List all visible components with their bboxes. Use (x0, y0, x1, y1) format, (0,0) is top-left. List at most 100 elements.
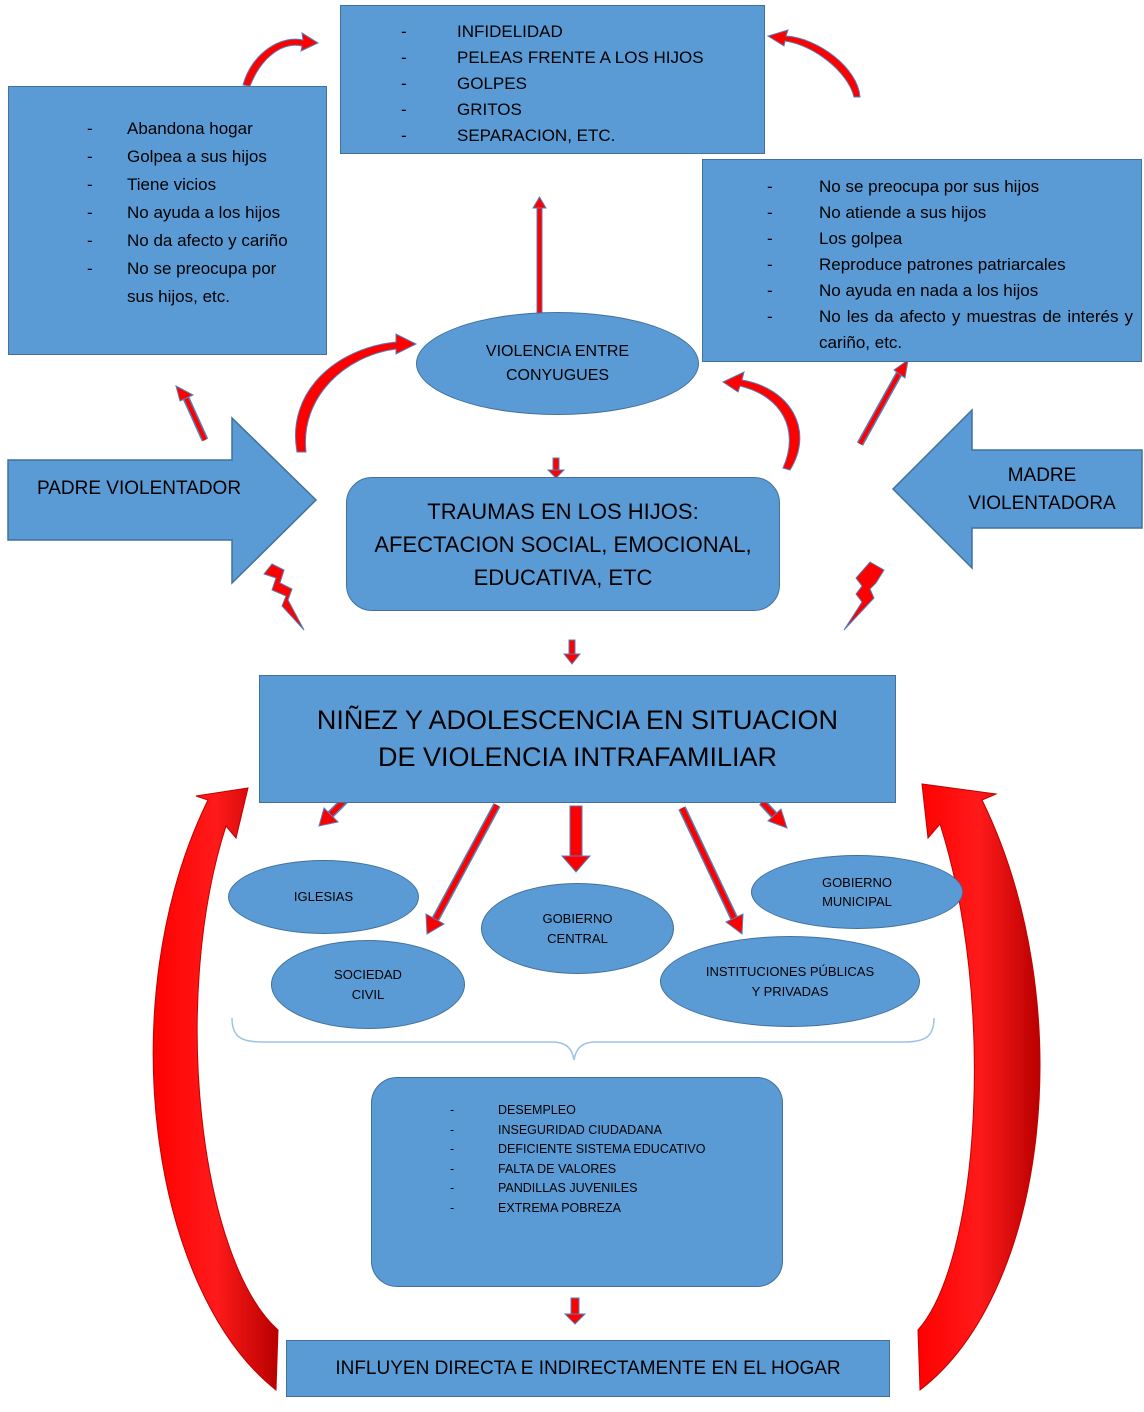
list-item-text: FALTA DE VALORES (498, 1161, 617, 1176)
list-item: -Tiene vicios (87, 171, 306, 199)
list-dash: - (450, 1142, 455, 1156)
list-item: - Los golpea (767, 226, 1133, 252)
feedback-arrow-right (917, 783, 1041, 1391)
list-dash: - (450, 1200, 455, 1215)
list-item: - DEFICIENTE SISTEMA EDUCATIVO (450, 1140, 782, 1160)
list-dash: - (87, 259, 93, 278)
arrow-to-father-box (175, 385, 209, 442)
list-item-text: No se preocupa por sus hijos, etc. (127, 259, 277, 306)
list-dash: - (401, 100, 407, 119)
list-dash: - (450, 1181, 455, 1195)
arrow-traumas-to-main (562, 639, 582, 665)
lightning-bolt-left (263, 563, 305, 631)
list-item-text: No ayuda en nada a los hijos (819, 281, 1039, 300)
list-item: -No ayuda a los hijos (87, 199, 306, 227)
list-item: - Golpea a sus hijos (87, 143, 306, 171)
list-dash: - (767, 307, 773, 326)
list-dash: - (767, 203, 773, 222)
list-item-text: Los golpea (819, 229, 903, 248)
list-item: -PANDILLAS JUVENILES (450, 1179, 782, 1199)
violencia-conyugues-ellipse: VIOLENCIA ENTRE CONYUGUES (416, 312, 699, 415)
list-item-text: SEPARACION, ETC. (457, 126, 616, 145)
madre-block-arrow (891, 408, 1143, 570)
list-item: -Reproduce patrones patriarcales (767, 252, 1133, 278)
grouping-brace (231, 1017, 935, 1061)
list-item-text: No da afecto y cariño (127, 231, 288, 250)
lightning-bolt-right (843, 561, 885, 631)
list-dash: - (401, 22, 407, 41)
arrow-main-to-instituciones (678, 806, 744, 935)
curved-arrow-top-left (242, 32, 320, 87)
arrow-ellipse-to-top (532, 196, 547, 315)
list-dash: - (87, 147, 93, 166)
list-item-text: INSEGURIDAD CIUDADANA (498, 1122, 662, 1137)
list-item-text: Abandona hogar (127, 119, 253, 138)
feedback-arrow-left (152, 787, 279, 1392)
padre-violentador-label: PADRE VIOLENTADOR (36, 478, 242, 499)
main-situation-label: NIÑEZ Y ADOLESCENCIA EN SITUACION DE VIO… (316, 705, 839, 772)
list-item-text: INFIDELIDAD (457, 22, 563, 41)
list-dash: - (450, 1122, 455, 1137)
curved-arrow-top-right (766, 29, 861, 98)
list-dash: - (450, 1161, 455, 1176)
list-item: - INFIDELIDAD (401, 19, 764, 45)
curved-arrow-madre-to-ellipse (721, 371, 801, 471)
list-item-text: No ayuda a los hijos (127, 203, 281, 222)
list-item-text: GRITOS (457, 100, 522, 119)
traumas-box: TRAUMAS EN LOS HIJOS: AFECTACION SOCIAL,… (346, 477, 780, 611)
list-dash: - (87, 119, 93, 138)
list-item: - SEPARACION, ETC. (401, 123, 764, 149)
mother-box-list: - No se preocupa por sus hijos - No atiende… (767, 174, 1133, 356)
list-dash: - (767, 229, 773, 248)
list-dash: - (401, 126, 407, 145)
sociedad-civil-ellipse: SOCIEDAD CIVIL (271, 940, 465, 1029)
list-item-text: No atiende a sus hijos (819, 203, 987, 222)
list-item-text: Golpea a sus hijos (127, 147, 267, 166)
padre-block-arrow (7, 416, 318, 585)
list-dash: - (87, 231, 93, 250)
arrow-ellipse-to-traumas (546, 457, 566, 479)
traumas-label: TRAUMAS EN LOS HIJOS: AFECTACION SOCIAL,… (374, 498, 752, 590)
list-dash: - (767, 281, 773, 300)
list-item-text: Reproduce patrones patriarcales (819, 255, 1066, 274)
gobierno-central-ellipse: GOBIERNO CENTRAL (481, 883, 674, 974)
iglesias-label: IGLESIAS (293, 889, 354, 905)
list-item: - EXTREMA POBREZA (450, 1199, 782, 1219)
list-item-text: DESEMPLEO (498, 1103, 576, 1117)
list-dash: - (401, 48, 407, 67)
arrow-main-to-sociedad-civil (425, 803, 501, 935)
curved-arrow-padre-to-ellipse (295, 333, 418, 453)
list-item: - GOLPES (401, 71, 764, 97)
list-item: - No se preocupa por sus hijos (767, 174, 1133, 200)
main-situation-box: NIÑEZ Y ADOLESCENCIA EN SITUACION DE VIO… (259, 675, 896, 803)
list-dash: - (401, 74, 407, 93)
list-item-text: GOLPES (457, 74, 527, 93)
gobierno-municipal-label: GOBIERNO MUNICIPAL (821, 874, 893, 910)
list-item-text: DEFICIENTE SISTEMA EDUCATIVO (498, 1142, 706, 1156)
top-box: - INFIDELIDAD - PELEAS FRENTE A LOS HIJOS - G… (340, 5, 765, 154)
gobierno-central-label: GOBIERNO CENTRAL (542, 911, 613, 946)
list-item: - No atiende a sus hijos (767, 200, 1133, 226)
gobierno-municipal-ellipse: GOBIERNO MUNICIPAL (751, 855, 963, 929)
list-item-text: PELEAS FRENTE A LOS HIJOS (457, 48, 704, 67)
madre-violentadora-label: MADRE VIOLENTADORA (968, 465, 1116, 514)
list-dash: - (767, 177, 773, 196)
influyen-label: INFLUYEN DIRECTA E INDIRECTAMENTE EN EL … (335, 1357, 841, 1379)
list-item: -DESEMPLEO (450, 1101, 782, 1121)
causes-box: -DESEMPLEO-INSEGURIDAD CIUDADANA-DEFICIE… (371, 1077, 783, 1287)
list-item: - No se preocupa por sus hijos, etc. (87, 255, 306, 311)
list-item: - No ayuda en nada a los hijos (767, 278, 1133, 304)
violencia-conyugues-label: VIOLENCIA ENTRE CONYUGUES (485, 342, 630, 384)
mother-box: - No se preocupa por sus hijos - No atiende… (702, 159, 1142, 362)
list-item-text: No se preocupa por sus hijos (819, 177, 1040, 196)
list-item: - Abandona hogar (87, 115, 306, 143)
arrow-main-to-gobierno-municipal (759, 799, 788, 829)
list-item-text: No les da afecto y muestras de interés y… (819, 307, 1133, 352)
list-item: - INSEGURIDAD CIUDADANA (450, 1121, 782, 1141)
list-dash: - (87, 175, 93, 194)
top-box-list: - INFIDELIDAD - PELEAS FRENTE A LOS HIJOS - G… (401, 19, 764, 149)
list-item-text: EXTREMA POBREZA (498, 1200, 621, 1215)
father-box: - Abandona hogar - Golpea a sus hijos -Tiene… (8, 86, 327, 355)
sociedad-civil-label: SOCIEDAD CIVIL (334, 967, 402, 1002)
